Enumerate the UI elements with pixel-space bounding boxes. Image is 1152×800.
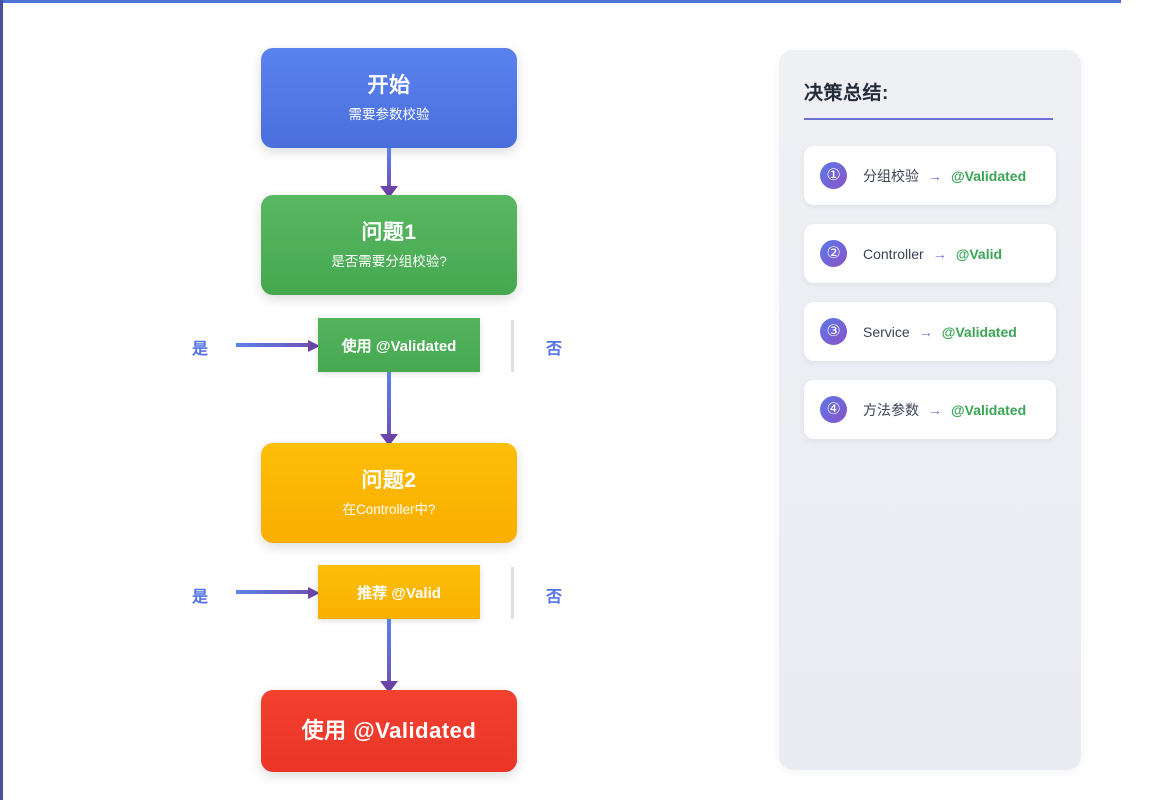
connector-shaft xyxy=(387,372,391,435)
summary-item-1-text: 分组校验 → @Validated xyxy=(863,166,1026,186)
summary-item-1[interactable]: ① 分组校验 → @Validated xyxy=(804,146,1056,205)
flow-node-start-title: 开始 xyxy=(367,73,411,97)
branch-divider-2 xyxy=(511,567,514,619)
summary-title: 决策总结: xyxy=(804,83,889,104)
branch-label-no-2: 否 xyxy=(546,589,563,606)
flow-node-start[interactable]: 开始 需要参数校验 xyxy=(261,48,517,148)
summary-item-4-from: 方法参数 xyxy=(863,401,919,418)
connector-question2-to-end xyxy=(376,619,402,693)
summary-item-4[interactable]: ④ 方法参数 → @Validated xyxy=(804,380,1056,439)
arrow-shaft xyxy=(236,590,309,594)
summary-item-1-to: @Validated xyxy=(951,167,1027,184)
number-badge-1-icon: ① xyxy=(820,162,847,189)
flow-node-end-title: 使用 @Validated xyxy=(301,717,477,743)
summary-item-2-from: Controller xyxy=(863,245,924,262)
viewport-left-edge xyxy=(0,0,3,800)
summary-title-underline xyxy=(804,118,1053,120)
arrow-shaft xyxy=(236,343,309,347)
summary-item-3-to: @Validated xyxy=(941,323,1017,340)
summary-item-2[interactable]: ② Controller → @Valid xyxy=(804,224,1056,283)
arrow-right-icon: → xyxy=(918,323,933,340)
arrow-right-icon: → xyxy=(928,167,942,184)
summary-item-2-to: @Valid xyxy=(955,245,1003,262)
flow-node-question-2-subtitle: 在Controller中? xyxy=(342,502,436,517)
summary-item-3-text: Service → @Validated xyxy=(863,324,1017,340)
connector-start-to-question1 xyxy=(376,148,402,198)
branch-arrow-yes-1 xyxy=(236,340,320,352)
flow-node-end[interactable]: 使用 @Validated xyxy=(261,690,517,772)
arrow-right-icon: → xyxy=(932,245,947,262)
arrow-right-icon: → xyxy=(928,401,942,418)
flow-node-start-subtitle: 需要参数校验 xyxy=(348,107,430,122)
connector-shaft xyxy=(387,148,391,187)
summary-item-1-from: 分组校验 xyxy=(863,167,919,184)
flow-node-question-1-title: 问题1 xyxy=(361,220,417,244)
branch-label-yes-2: 是 xyxy=(192,589,209,606)
flow-node-question-1[interactable]: 问题1 是否需要分组校验? xyxy=(261,195,517,295)
flow-chip-use-validated[interactable]: 使用 @Validated xyxy=(318,318,480,372)
flow-chip-recommend-valid[interactable]: 推荐 @Valid xyxy=(318,565,480,619)
branch-arrow-yes-2 xyxy=(236,587,320,599)
flow-node-question-1-subtitle: 是否需要分组校验? xyxy=(331,254,447,269)
arrowhead-right-icon xyxy=(308,587,320,599)
branch-divider-1 xyxy=(511,320,514,372)
summary-item-3-from: Service xyxy=(863,323,910,340)
decision-flowchart: 开始 需要参数校验 问题1 是否需要分组校验? 是 使用 @Validated … xyxy=(192,48,563,772)
arrowhead-right-icon xyxy=(308,340,320,352)
flow-node-question-2-title: 问题2 xyxy=(361,468,417,492)
decision-summary-panel: 决策总结: ① 分组校验 → @Validated ② Controller →… xyxy=(779,50,1081,770)
summary-list: ① 分组校验 → @Validated ② Controller → @Vali… xyxy=(804,146,1056,439)
viewport-top-edge xyxy=(0,0,1121,3)
number-badge-3-icon: ③ xyxy=(820,318,847,345)
branch-label-no-1: 否 xyxy=(546,341,563,358)
connector-shaft xyxy=(387,619,391,682)
flow-node-question-2[interactable]: 问题2 在Controller中? xyxy=(261,443,517,543)
number-badge-4-icon: ④ xyxy=(820,396,847,423)
summary-item-2-text: Controller → @Valid xyxy=(863,246,1002,262)
number-badge-2-icon: ② xyxy=(820,240,847,267)
summary-item-4-text: 方法参数 → @Validated xyxy=(863,400,1026,420)
summary-item-3[interactable]: ③ Service → @Validated xyxy=(804,302,1056,361)
connector-question1-to-question2 xyxy=(376,372,402,446)
summary-item-4-to: @Validated xyxy=(951,401,1027,418)
branch-label-yes-1: 是 xyxy=(192,341,209,358)
